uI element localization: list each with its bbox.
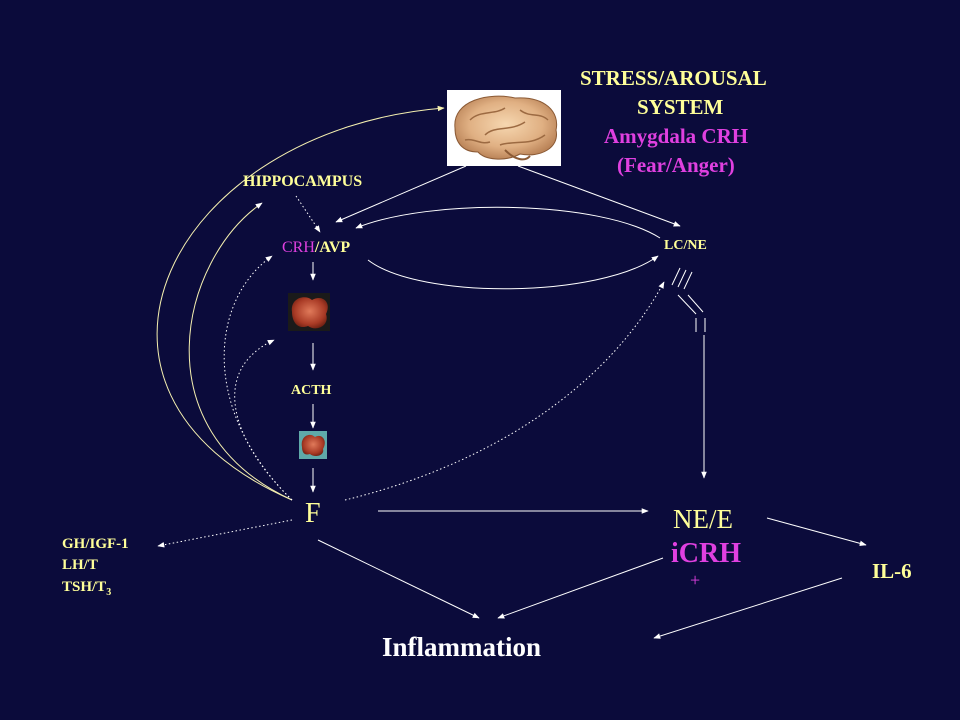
arrow-f-to-hormones-dotted bbox=[157, 519, 293, 548]
adrenal-image bbox=[299, 431, 327, 459]
feedback-bar-2 bbox=[677, 269, 687, 288]
crh-label: CRH bbox=[282, 239, 315, 256]
gh-igf-label: GH/IGF-1 bbox=[62, 536, 129, 552]
arrow-il6-to-inflammation bbox=[653, 577, 843, 639]
feedback-bar-3 bbox=[683, 271, 693, 290]
stress-system-line4: (Fear/Anger) bbox=[617, 153, 735, 177]
arrow-f-to-pituitary-dotted bbox=[234, 339, 293, 501]
feedback-bar-4 bbox=[677, 294, 697, 315]
arrow-f-to-hippocampus bbox=[188, 202, 293, 501]
arrow-f-to-brain bbox=[156, 105, 445, 501]
avp-label: /AVP bbox=[314, 239, 351, 256]
arrow-loop-crh-to-lcne bbox=[367, 255, 659, 290]
acth-label: ACTH bbox=[291, 383, 332, 398]
hippocampus-label: HIPPOCAMPUS bbox=[243, 173, 363, 190]
arrow-hippocampus-to-crh bbox=[295, 195, 321, 233]
arrow-f-to-crh-dotted bbox=[223, 255, 293, 501]
stress-system-line2: SYSTEM bbox=[637, 95, 724, 119]
feedback-bar-1 bbox=[671, 267, 681, 286]
f-label: F bbox=[305, 498, 321, 529]
arrow-loop-lcne-to-crh bbox=[355, 206, 661, 239]
ne-e-label: NE/E bbox=[673, 504, 733, 534]
lh-t-label: LH/T bbox=[62, 557, 98, 573]
lc-ne-label: LC/NE bbox=[664, 238, 707, 253]
feedback-bar-5 bbox=[687, 294, 704, 313]
arrow-f-to-lcne-dotted bbox=[344, 281, 665, 501]
tsh-prefix: TSH/T bbox=[62, 579, 107, 595]
pituitary-image bbox=[288, 293, 330, 331]
cream-arrows bbox=[156, 105, 445, 501]
tsh-subscript: 3 bbox=[106, 587, 112, 598]
arrow-icrh-to-inflammation bbox=[497, 557, 664, 619]
stress-system-line1: STRESS/AROUSAL bbox=[580, 66, 767, 90]
crh-avp-label: CRH/AVP bbox=[282, 240, 350, 256]
stress-system-line3: Amygdala CRH bbox=[604, 124, 749, 148]
brain-image bbox=[447, 90, 561, 166]
tsh-t3-label: TSH/T3 bbox=[62, 580, 111, 598]
solid-arrows bbox=[310, 165, 867, 639]
arrow-brain-to-lcne bbox=[517, 165, 681, 227]
arrow-nee-to-il6 bbox=[766, 517, 867, 547]
inflammation-label: Inflammation bbox=[382, 632, 542, 662]
plus-sign: + bbox=[690, 570, 701, 590]
icrh-label: iCRH bbox=[671, 538, 741, 569]
arrow-brain-to-crh bbox=[335, 165, 467, 223]
il6-label: IL-6 bbox=[872, 559, 912, 583]
arrow-f-to-inflammation bbox=[317, 539, 480, 619]
dotted-arrows bbox=[157, 195, 665, 548]
